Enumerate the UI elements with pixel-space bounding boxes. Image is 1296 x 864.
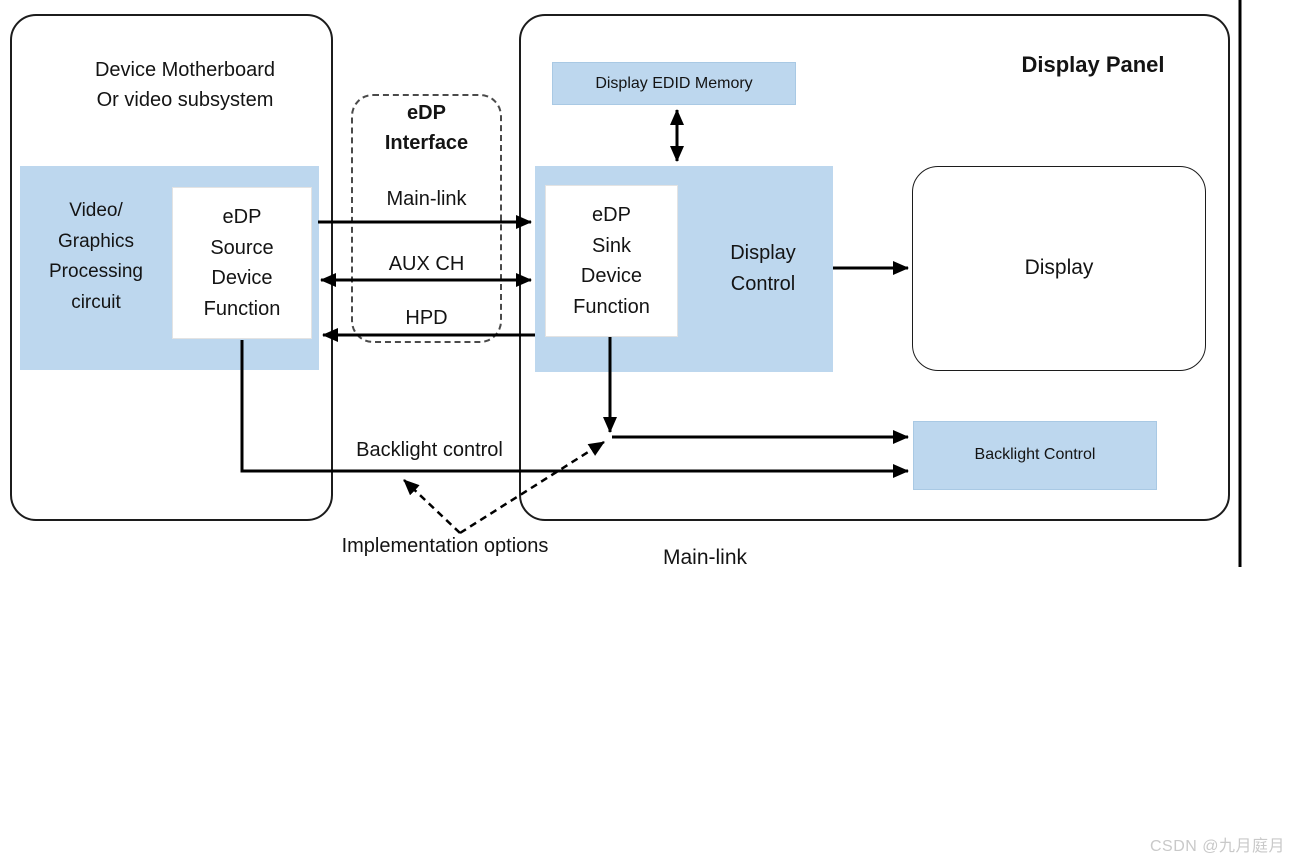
display-edid-memory-label: Display EDID Memory [595, 75, 753, 92]
display-control-label: Display Control [730, 242, 796, 295]
edp-sink-device-box [545, 185, 678, 337]
display-panel-title: Display Panel [1021, 52, 1165, 77]
csdn-watermark: CSDN @九月庭月 [1149, 838, 1285, 855]
device-motherboard-title: Device Motherboard Or video subsystem [94, 59, 276, 111]
aux-ch-channel-label: AUX CH [388, 253, 465, 275]
implementation-options-annotation: Implementation options [341, 535, 549, 557]
edp-sink-device-label: eDP Sink Device Function [573, 204, 650, 318]
edp-interface-title: eDP Interface [384, 102, 469, 154]
display-label: Display [1024, 256, 1094, 279]
hpd-channel-label: HPD [405, 307, 448, 329]
backlight-control-annotation: Backlight control [356, 439, 503, 461]
edp-source-device-label: eDP Source Device Function [203, 206, 281, 320]
implementation-option-left-arrow [403, 479, 461, 534]
main-link-channel-label: Main-link [386, 188, 467, 210]
edp-source-device-box [172, 187, 312, 339]
display-box [912, 166, 1206, 371]
main-link-bottom-annotation: Main-link [662, 546, 748, 569]
display-edid-memory-box [552, 62, 796, 105]
backlight-control-box-label: Backlight Control [974, 446, 1096, 463]
video-graphics-circuit-label: Video/ Graphics Processing circuit [49, 200, 143, 313]
backlight-control-box [913, 421, 1157, 490]
